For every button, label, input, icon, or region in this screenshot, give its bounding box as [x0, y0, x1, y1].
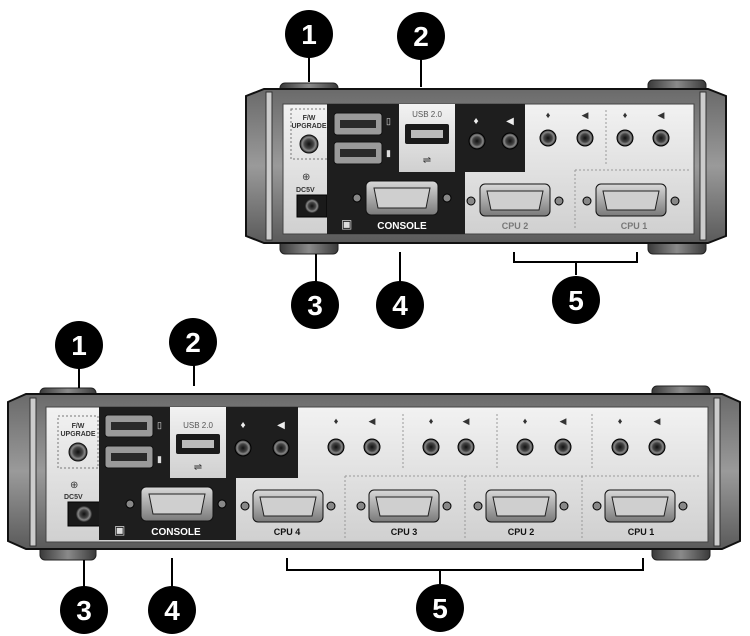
cpu-mic-jack[interactable] [516, 438, 534, 456]
cpu-port-label: CPU 4 [274, 527, 301, 537]
speaker-icon: ◀ [277, 420, 285, 431]
cpu-vga-group: CPU 1 [582, 183, 680, 231]
svg-text:♦: ♦ [523, 416, 528, 426]
fw-upgrade-port[interactable] [299, 134, 319, 154]
callout-badge: 2 [169, 318, 217, 366]
svg-text:◀: ◀ [582, 110, 589, 120]
callout-badge: 4 [148, 586, 196, 634]
top-kvm-unit: F/W UPGRADE ⊕ DC5V ▯ ▮ USB 2.0 ⇌ ♦ ◀ ▣ [245, 79, 727, 255]
speaker-icon: ◀ [506, 116, 514, 127]
keyboard-icon: ▮ [386, 148, 391, 158]
console-speaker-jack[interactable] [272, 439, 290, 457]
svg-text:3: 3 [307, 290, 323, 321]
cpu-audio-group: ♦ ◀ [327, 416, 381, 456]
usb-icon: ⇌ [194, 462, 202, 473]
cpu-port-label: CPU 1 [621, 221, 648, 231]
fw-upgrade-port[interactable] [68, 442, 88, 462]
cpu-vga-group: CPU 1 [592, 489, 688, 537]
cpu-audio-group: ♦ ◀ [422, 416, 475, 456]
cpu-vga-group: CPU 3 [356, 489, 452, 537]
svg-text:♦: ♦ [334, 416, 339, 426]
fw-label: UPGRADE [291, 123, 326, 130]
console-mic-jack[interactable] [468, 132, 486, 150]
callout-badge: 3 [291, 281, 339, 329]
svg-text:◀: ◀ [560, 416, 567, 426]
power-icon: ⊕ [70, 480, 78, 491]
fw-label: F/W [72, 423, 85, 430]
cpu-audio-group: ♦ ◀ [611, 416, 666, 456]
mic-icon: ♦ [473, 116, 478, 127]
callout-badge: 2 [397, 12, 445, 60]
cpu-mic-jack[interactable] [539, 129, 557, 147]
cpu-mic-jack[interactable] [611, 438, 629, 456]
callout-badge: 1 [285, 10, 333, 58]
svg-text:◀: ◀ [369, 416, 376, 426]
fw-label: UPGRADE [60, 431, 95, 438]
power-icon: ⊕ [302, 172, 310, 183]
svg-text:2: 2 [413, 21, 429, 52]
cpu-speaker-jack[interactable] [576, 129, 594, 147]
cpu-speaker-jack[interactable] [648, 438, 666, 456]
svg-text:♦: ♦ [623, 110, 628, 120]
cpu-audio-group: ♦ ◀ [516, 416, 572, 456]
svg-text:1: 1 [301, 19, 317, 50]
svg-text:5: 5 [432, 593, 448, 624]
callout-badge: 5 [552, 276, 600, 324]
cpu-speaker-jack[interactable] [554, 438, 572, 456]
console-label: CONSOLE [377, 221, 427, 232]
svg-text:3: 3 [76, 595, 92, 626]
mouse-icon: ▯ [157, 420, 162, 430]
console-label: CONSOLE [151, 527, 201, 538]
svg-text:4: 4 [392, 290, 408, 321]
keyboard-icon: ▮ [157, 454, 162, 464]
callout-badge: 4 [376, 281, 424, 329]
power-label: DC5V [64, 494, 83, 501]
cpu-mic-jack[interactable] [616, 129, 634, 147]
fw-label: F/W [303, 115, 316, 122]
bottom-kvm-unit: F/W UPGRADE ⊕ DC5V ▯ ▮ USB 2.0 ⇌ ♦ ◀ ▣ [7, 385, 741, 561]
cpu-audio-group: ♦ ◀ [616, 110, 670, 147]
cpu-speaker-jack[interactable] [457, 438, 475, 456]
svg-text:♦: ♦ [546, 110, 551, 120]
svg-text:◀: ◀ [463, 416, 470, 426]
power-label: DC5V [296, 187, 315, 194]
usb-label: USB 2.0 [412, 110, 442, 119]
svg-text:1: 1 [71, 330, 87, 361]
mic-icon: ♦ [240, 420, 245, 431]
cpu-port-label: CPU 2 [502, 221, 529, 231]
callout-badge: 1 [55, 321, 103, 369]
callout-badge: 3 [60, 586, 108, 634]
svg-text:♦: ♦ [429, 416, 434, 426]
svg-text:◀: ◀ [658, 110, 665, 120]
console-mic-jack[interactable] [234, 439, 252, 457]
svg-text:2: 2 [185, 327, 201, 358]
monitor-icon: ▣ [341, 217, 352, 231]
cpu-audio-group: ♦ ◀ [539, 110, 594, 147]
usb-label: USB 2.0 [183, 421, 213, 430]
svg-text:♦: ♦ [618, 416, 623, 426]
cpu-vga-group: CPU 4 [240, 489, 336, 537]
cpu-port-label: CPU 3 [391, 527, 418, 537]
console-speaker-jack[interactable] [501, 132, 519, 150]
cpu-mic-jack[interactable] [422, 438, 440, 456]
svg-text:5: 5 [568, 285, 584, 316]
cpu-port-label: CPU 2 [508, 527, 535, 537]
cpu-speaker-jack[interactable] [652, 129, 670, 147]
cpu-port-label: CPU 1 [628, 527, 655, 537]
usb-icon: ⇌ [423, 155, 431, 166]
callout-badge: 5 [416, 584, 464, 632]
monitor-icon: ▣ [114, 523, 125, 537]
mouse-icon: ▯ [386, 116, 391, 126]
svg-text:◀: ◀ [654, 416, 661, 426]
svg-text:4: 4 [164, 595, 180, 626]
cpu-vga-group: CPU 2 [466, 183, 564, 231]
cpu-mic-jack[interactable] [327, 438, 345, 456]
cpu-speaker-jack[interactable] [363, 438, 381, 456]
cpu-vga-group: CPU 2 [473, 489, 569, 537]
